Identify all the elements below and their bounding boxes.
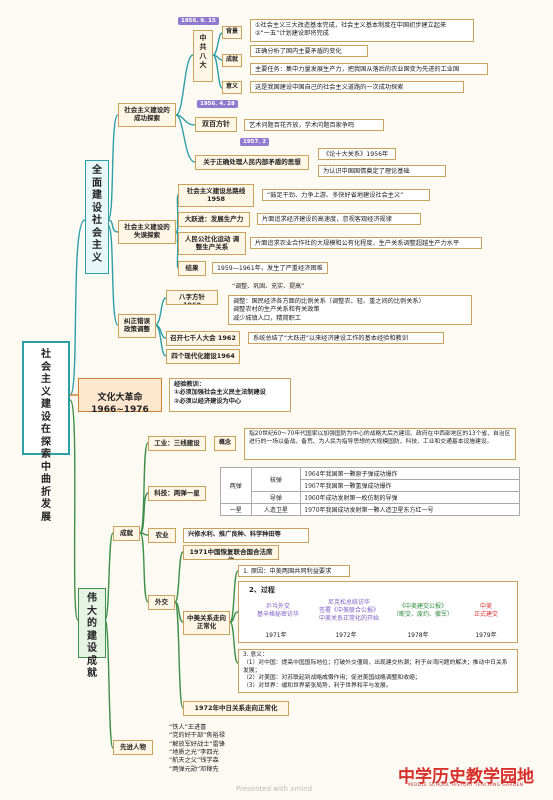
- concept-label: 概念: [214, 436, 236, 451]
- commune-node[interactable]: 人民公社化运动 调整生产关系: [178, 232, 246, 255]
- person-item: “两弹元勋”邓稼先: [169, 765, 219, 773]
- diplomacy-node[interactable]: 外交: [148, 595, 175, 610]
- zq-date: 1957. 2: [240, 138, 270, 146]
- table-cell: 1970年我国成功发射第一颗人造卫星东方红一号: [300, 503, 520, 516]
- c8-ach-label: 成就: [222, 54, 242, 67]
- timeline-year: 1978年: [407, 632, 429, 639]
- concept-box: 指20世纪60～70年代国家以加强国防为中心的战略大后方建设。政府在中西部地区的…: [244, 428, 516, 460]
- timeline-year: 1979年: [475, 632, 497, 639]
- success-node[interactable]: 社会主义建设的成功探索: [118, 103, 176, 127]
- person-item: “地质之光”李四光: [169, 749, 219, 757]
- table-cell: 人造卫星: [250, 503, 302, 516]
- c8-date: 1956. 9. 15: [178, 17, 219, 25]
- timeline-event: 尼克松总统访华 签署《中美联合公报》 中美关系正常化的开始: [318, 599, 379, 623]
- c8-ach-item: 正确分析了国内主要矛盾的变化: [250, 45, 368, 57]
- people-box: “铁人”王进喜 “党的好干部”焦裕禄 “解放军好战士”雷锋 “地质之光”李四光 …: [165, 722, 245, 780]
- ach-node[interactable]: 成就: [113, 526, 140, 541]
- zq-node[interactable]: 关于正确处理人民内部矛盾的思想: [195, 155, 309, 170]
- sh-node[interactable]: 双百方针: [195, 117, 237, 132]
- meeting-node[interactable]: 召开七千人大会 1962: [166, 331, 240, 346]
- line-node[interactable]: 社会主义建设总路线 1958: [178, 184, 254, 207]
- timeline-event: 乒乓外交 基辛格秘密访华: [256, 603, 299, 618]
- c8-bg-label: 背景: [222, 26, 242, 39]
- meaning-line: （2）对美国：对苏联起到战略威慑作用；促进美国战略调整和收缩；: [243, 675, 421, 682]
- table-cell: 核弹: [250, 467, 302, 492]
- zq-item: 为认识中国国情奠定了理论基础: [318, 165, 446, 177]
- person-item: “党的好干部”焦裕禄: [169, 732, 225, 740]
- meaning-box: 3. 意义： （1）对中国：提高中国国际地位；打破外交僵局，出现建交热潮；利于台…: [238, 649, 518, 693]
- person-item: “铁人”王进喜: [169, 724, 207, 731]
- line-box: “鼓足干劲、力争上游、多快好省地建设社会主义”: [262, 189, 430, 201]
- lesson-item: ②必须以经济建设为中心: [174, 397, 242, 405]
- s1-topic[interactable]: 全面建设社会主义: [85, 160, 109, 274]
- tech-node[interactable]: 科技：两弹一星: [148, 486, 206, 501]
- four-node[interactable]: 四个现代化建设1964: [166, 349, 240, 364]
- root-topic[interactable]: 社会主义建设在探索中曲折发展: [22, 341, 70, 523]
- un-node[interactable]: 1971中国恢复联合国合法席位: [183, 545, 279, 560]
- c8-bg-item: ①社会主义三大改造基本完成，社会主义基本制度在中国初步建立起来: [255, 22, 447, 29]
- meaning-line: （3）对世界：缓和世界紧张局势，利于世界和平与发展。: [243, 683, 392, 690]
- c8-bg-item: ②“一五”计划建设即将完成: [255, 30, 329, 38]
- table-cell: 两弹: [220, 467, 252, 504]
- failure-node[interactable]: 社会主义建设的失误探索: [118, 220, 176, 244]
- process-title: 2、过程: [249, 586, 275, 594]
- s2-topic[interactable]: 文化大革命 1966~1976: [78, 378, 162, 415]
- sh-box: 艺术问题百花齐放，学术问题百家争鸣: [244, 119, 384, 131]
- people-node[interactable]: 先进人物: [113, 740, 153, 755]
- japan-node[interactable]: 1972年中日关系走向正常化: [183, 701, 289, 716]
- table-cell: 1960年成功发射第一枚仿制的导弹: [300, 491, 520, 504]
- agri-box: 兴修水利、推广良种、科学种田等: [183, 528, 309, 543]
- commune-box: 片面追求农业合作社的大规模和公有化程度，生产关系调整超越生产力水平: [250, 237, 482, 249]
- person-item: “解放军好战士”雷锋: [169, 740, 225, 748]
- timeline-year: 1971年: [265, 632, 287, 639]
- c8-bg-box: ①社会主义三大改造基本完成，社会主义基本制度在中国初步建立起来 ②“一五”计划建…: [250, 19, 474, 42]
- eight-node[interactable]: 八字方针1960: [166, 290, 218, 305]
- timeline-event: 中美 正式建交: [473, 603, 498, 618]
- lessons-box: 经验教训： ①必须加强社会主义民主法制建设 ②必须以经济建设为中心: [169, 378, 291, 412]
- c8-ach-item: 主要任务：集中力量发展生产力，把我国从落后的农业国变为先进的工业国: [250, 63, 488, 75]
- agri-node[interactable]: 农业: [148, 528, 176, 543]
- meaning-line: 3. 意义：: [243, 652, 268, 658]
- lesson-item: ①必须加强社会主义民主法制建设: [174, 389, 266, 397]
- logo-subtitle: MIDDLE SCHOOL HISTORY TEACHING GARDEN: [408, 783, 524, 788]
- timeline-event: 《中美建交公报》 （断交、废约、撤军）: [392, 603, 453, 618]
- eight-text: “调整、巩固、充实、提高”: [232, 283, 305, 290]
- leap-box: 片面追求经济建设的高速度，忽视客观经济规律: [257, 213, 421, 225]
- result-box: 1959—1961年，发生了严重经济困难: [212, 262, 328, 274]
- table-cell: 一星: [220, 503, 252, 516]
- meaning-line: （1）对中国：提高中国国际地位；打破外交僵局，出现建交热潮；利于台湾问题的解决；…: [243, 659, 508, 674]
- table-cell: 导弹: [250, 491, 302, 504]
- c8-sig-label: 意义: [222, 81, 242, 94]
- industry-node[interactable]: 工业：三线建设: [148, 436, 206, 451]
- meeting-box: 系统总结了“大跃进”以来经济建设工作的基本经验和教训: [248, 332, 444, 344]
- leap-node[interactable]: 大跃进：发展生产力: [178, 212, 250, 227]
- timeline-year: 1972年: [335, 632, 357, 639]
- lessons-title: 经验教训：: [174, 381, 205, 388]
- s3-topic[interactable]: 伟大的建设成就: [78, 588, 106, 679]
- person-item: “航天之父”钱学森: [169, 757, 219, 765]
- c8-sig-box: 这是我国建设中国自己的社会主义道路的一次成功探索: [250, 81, 464, 93]
- root-title: 社会主义建设在探索中曲折发展: [41, 349, 51, 523]
- reason-box: 1. 原因：中美两国共同利益要求: [238, 565, 350, 577]
- logo-text: 中学历史教学园地: [398, 767, 534, 787]
- table-cell: 1964年我国第一颗原子弹成功爆炸: [300, 467, 520, 480]
- sino-us-node[interactable]: 中美关系走向正常化: [183, 611, 230, 635]
- eight-detail: 调整：国民经济各方面的比例关系（调整农、轻、重之间的比例关系） 调整农村的生产关…: [228, 295, 472, 325]
- zq-item: 《论十大关系》1956年: [318, 148, 396, 160]
- table-cell: 1967年我国第一颗氢弹成功爆炸: [300, 479, 520, 492]
- result-node[interactable]: 结果: [178, 261, 206, 276]
- s1-title: 全面建设社会主义: [92, 165, 102, 264]
- watermark: Presented with xmind: [236, 785, 313, 793]
- process-box: 2、过程: [238, 581, 518, 643]
- adjust-node[interactable]: 纠正错误政策调整: [118, 314, 156, 338]
- sh-date: 1956. 4. 28: [197, 100, 238, 108]
- c8-node[interactable]: 中共八大: [193, 30, 213, 82]
